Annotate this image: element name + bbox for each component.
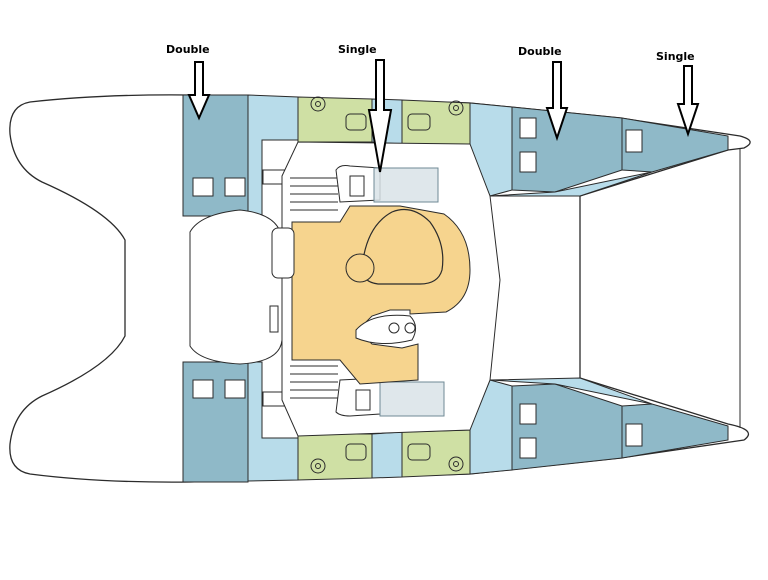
cockpit [189, 209, 283, 365]
arrow-double-left [187, 61, 211, 121]
head-top-right [401, 99, 471, 145]
head-bottom-left [297, 433, 373, 481]
saloon-table [361, 209, 444, 285]
head-top-left [297, 96, 373, 143]
label-double-right: Double [518, 45, 562, 58]
single-cabin-bottom-right [621, 403, 729, 459]
double-cabin-top-left [182, 94, 249, 217]
double-cabin-top-right [511, 106, 623, 193]
single-cabin-top-right [621, 117, 729, 173]
label-double-left: Double [166, 43, 210, 56]
arrow-single-left [367, 59, 393, 173]
arrow-double-right [545, 61, 569, 142]
label-single-left: Single [338, 43, 377, 56]
arrow-single-right [676, 65, 700, 138]
label-single-right: Single [656, 50, 695, 63]
